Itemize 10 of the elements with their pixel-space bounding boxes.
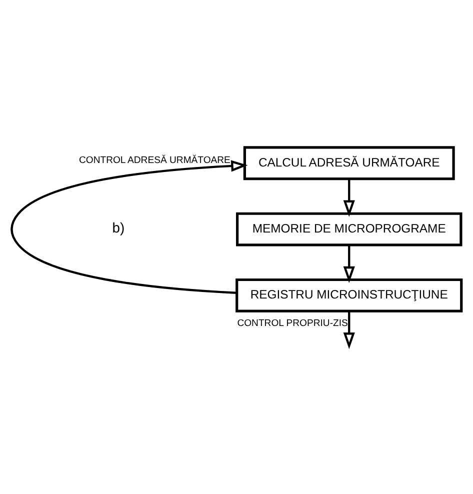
arrow — [343, 178, 355, 217]
edge-label: CONTROL ADRESĂ URMĂTOARE — [79, 155, 230, 166]
node-box: CALCUL ADRESĂ URMĂTOARE — [243, 146, 455, 180]
node-box: MEMORIE DE MICROPROGRAME — [236, 212, 462, 246]
arrow — [10, 160, 248, 294]
node-box: REGISTRU MICROINSTRUCŢIUNE — [236, 278, 463, 312]
arrow — [343, 311, 355, 350]
label: b) — [112, 220, 125, 236]
arrow — [343, 245, 355, 283]
edge-label: CONTROL PROPRIU-ZIS — [237, 318, 348, 329]
